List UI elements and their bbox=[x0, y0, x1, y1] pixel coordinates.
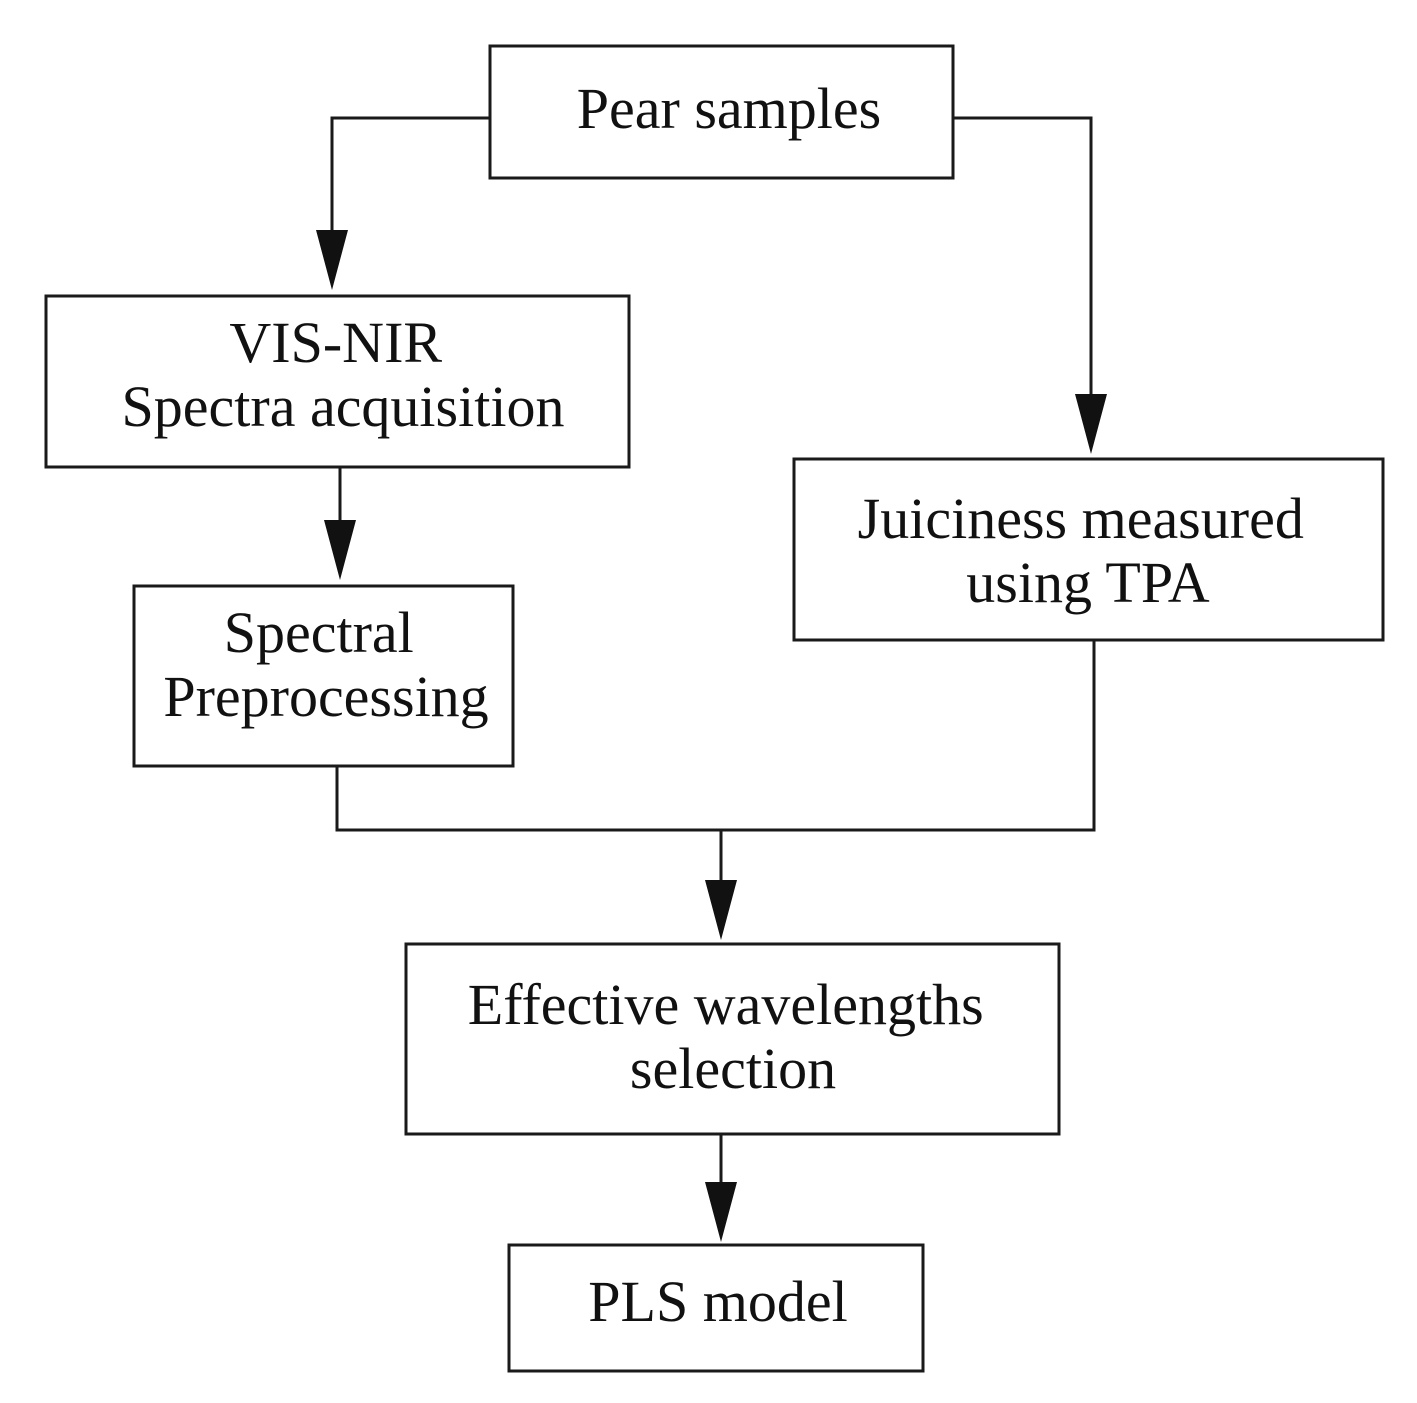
node-pear-samples: Pear samples bbox=[488, 44, 955, 180]
connectors bbox=[316, 116, 1107, 1242]
node-label-line: using TPA bbox=[966, 550, 1209, 615]
node-label: Pear samples bbox=[577, 76, 881, 141]
arrowhead-to-juiciness bbox=[1075, 394, 1107, 454]
node-label: PLS model bbox=[588, 1269, 847, 1334]
node-label-line: PLS model bbox=[588, 1269, 847, 1334]
node-label-line: selection bbox=[630, 1036, 836, 1101]
node-label-line: VIS-NIR bbox=[229, 310, 442, 375]
edge-pear-to-juiciness bbox=[953, 116, 1093, 396]
node-label-line: Preprocessing bbox=[163, 664, 488, 729]
node-spectral-preprocessing: Spectral Preprocessing bbox=[132, 584, 515, 768]
edge-preprocessing-to-merge bbox=[335, 766, 721, 832]
node-label: Spectral Preprocessing bbox=[163, 600, 488, 729]
node-pls-model: PLS model bbox=[507, 1243, 925, 1373]
node-label: Juiciness measured using TPA bbox=[858, 486, 1319, 615]
arrowhead-to-selection bbox=[705, 880, 737, 940]
node-label: Effective wavelengths selection bbox=[468, 972, 998, 1101]
node-wavelength-selection: Effective wavelengths selection bbox=[404, 942, 1061, 1136]
node-label: VIS-NIR Spectra acquisition bbox=[122, 310, 565, 439]
node-label-line: Effective wavelengths bbox=[468, 972, 984, 1037]
arrowhead-to-preprocessing bbox=[324, 520, 356, 580]
node-label-line: Spectral bbox=[224, 600, 414, 665]
node-juiciness: Juiciness measured using TPA bbox=[792, 457, 1385, 642]
arrowhead-to-spectra bbox=[316, 230, 348, 290]
arrowhead-to-pls bbox=[705, 1182, 737, 1242]
node-label-line: Pear samples bbox=[577, 76, 881, 141]
node-label-line: Spectra acquisition bbox=[122, 374, 565, 439]
edge-pear-to-spectra bbox=[330, 116, 490, 232]
edge-juiciness-to-merge bbox=[721, 640, 1096, 832]
node-spectra-acquisition: VIS-NIR Spectra acquisition bbox=[44, 294, 631, 469]
node-label-line: Juiciness measured bbox=[858, 486, 1304, 551]
